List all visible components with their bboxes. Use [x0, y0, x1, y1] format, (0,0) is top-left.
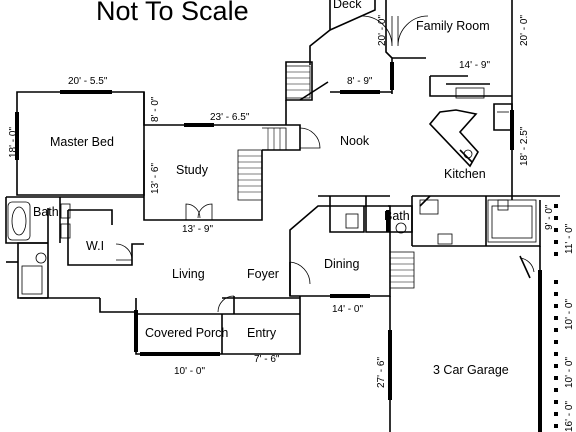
room-nook: Nook — [340, 134, 370, 148]
windows — [15, 62, 558, 432]
dim-master-width: 20' - 5.5" — [68, 76, 108, 87]
room-master-bed: Master Bed — [50, 135, 114, 149]
room-entry: Entry — [247, 326, 277, 340]
dim-deck-width: 8' - 9" — [347, 76, 373, 87]
dim-dining-width: 14' - 0" — [332, 304, 363, 315]
room-kitchen: Kitchen — [444, 167, 486, 181]
dim-garage-side-c: 10' - 0" — [564, 299, 575, 330]
dim-porch-width: 10' - 0" — [174, 366, 205, 377]
plan-title: Not To Scale — [96, 0, 249, 26]
room-walk-in: W.I — [86, 239, 104, 253]
dim-kitchen-side: 18' - 2.5" — [519, 126, 530, 166]
room-deck: Deck — [333, 0, 362, 11]
dim-family-room-right: 20' - 0" — [519, 15, 530, 46]
walls — [5, 0, 560, 432]
dim-study-top: 23' - 6.5" — [210, 112, 250, 123]
room-covered-porch: Covered Porch — [145, 326, 228, 340]
dim-kitchen-top: 14' - 9" — [459, 60, 490, 71]
dim-garage-side-b: 11' - 0" — [564, 223, 575, 254]
doors — [115, 15, 535, 313]
room-family-room: Family Room — [416, 19, 490, 33]
room-dining: Dining — [324, 257, 359, 271]
room-living: Living — [172, 267, 205, 281]
dim-garage-side-d: 10' - 0" — [564, 357, 575, 388]
dim-family-room-height: 20' - 0" — [377, 15, 388, 46]
dim-garage-side-a: 9' - 0" — [544, 204, 555, 230]
room-foyer: Foyer — [247, 267, 279, 281]
room-garage: 3 Car Garage — [433, 363, 509, 377]
dim-study-width: 13' - 9" — [182, 224, 213, 235]
room-study: Study — [176, 163, 209, 177]
room-bath-2: Bath — [384, 209, 410, 223]
sink — [60, 203, 71, 219]
fixtures — [7, 87, 537, 295]
toilet — [35, 252, 47, 264]
cooktop — [455, 87, 485, 99]
room-labels: Deck Family Room Master Bed Study Nook K… — [33, 0, 509, 377]
dim-study-height: 13' - 6" — [150, 163, 161, 194]
dimension-labels: 20' - 0" 20' - 0" 14' - 9" 8' - 9" 20' -… — [8, 15, 575, 432]
dim-garage-side-e: 16' - 0" — [564, 401, 575, 432]
bathtub — [7, 201, 31, 241]
dim-garage-height: 27' - 6" — [376, 357, 387, 388]
dim-master-height: 18' - 0" — [8, 127, 19, 158]
room-bath-master: Bath — [33, 205, 59, 219]
stairs — [237, 65, 415, 289]
dim-entry-width: 7' - 6" — [254, 354, 280, 365]
dim-master-side: 8' - 0" — [150, 96, 161, 122]
